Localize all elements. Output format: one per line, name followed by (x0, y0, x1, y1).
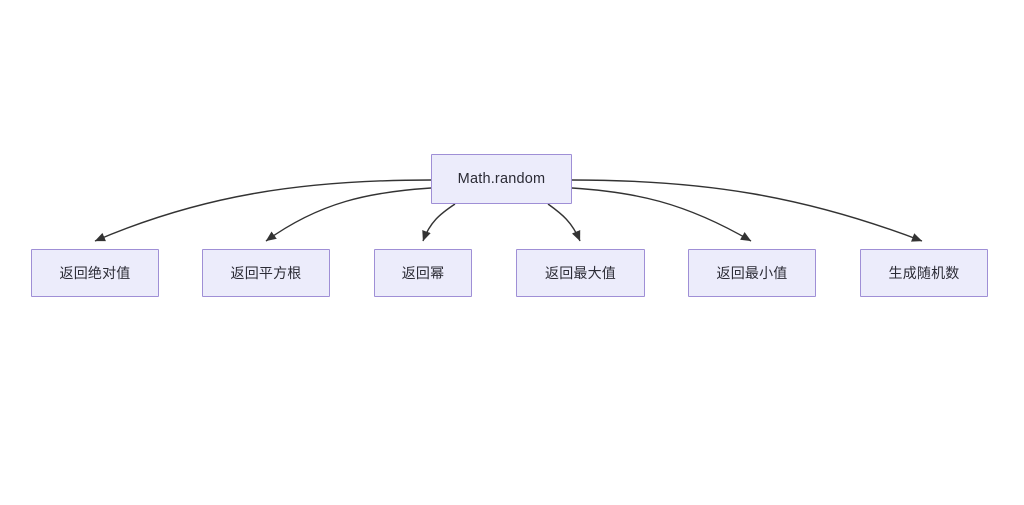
node-label-pow: 返回幂 (401, 265, 445, 281)
node-random[interactable]: 生成随机数 (860, 249, 988, 297)
edge-math-random-to-max (547, 203, 581, 242)
edge-math-random-to-random (571, 179, 923, 242)
edge-math-random-to-abs (94, 179, 432, 242)
node-label-min: 返回最小值 (716, 265, 788, 281)
node-min[interactable]: 返回最小值 (688, 249, 816, 297)
node-label-abs: 返回绝对值 (59, 265, 131, 281)
node-label-math-random: Math.random (457, 170, 546, 187)
node-label-random: 生成随机数 (888, 265, 960, 281)
node-sqrt[interactable]: 返回平方根 (202, 249, 330, 297)
node-label-max: 返回最大值 (545, 265, 616, 281)
edge-math-random-to-pow (422, 203, 456, 242)
node-math-random[interactable]: Math.random (431, 154, 572, 204)
node-max[interactable]: 返回最大值 (516, 249, 645, 297)
edge-math-random-to-min (571, 187, 752, 242)
node-label-sqrt: 返回平方根 (230, 265, 302, 281)
node-abs[interactable]: 返回绝对值 (31, 249, 159, 297)
edge-math-random-to-sqrt (265, 187, 432, 242)
node-pow[interactable]: 返回幂 (374, 249, 472, 297)
